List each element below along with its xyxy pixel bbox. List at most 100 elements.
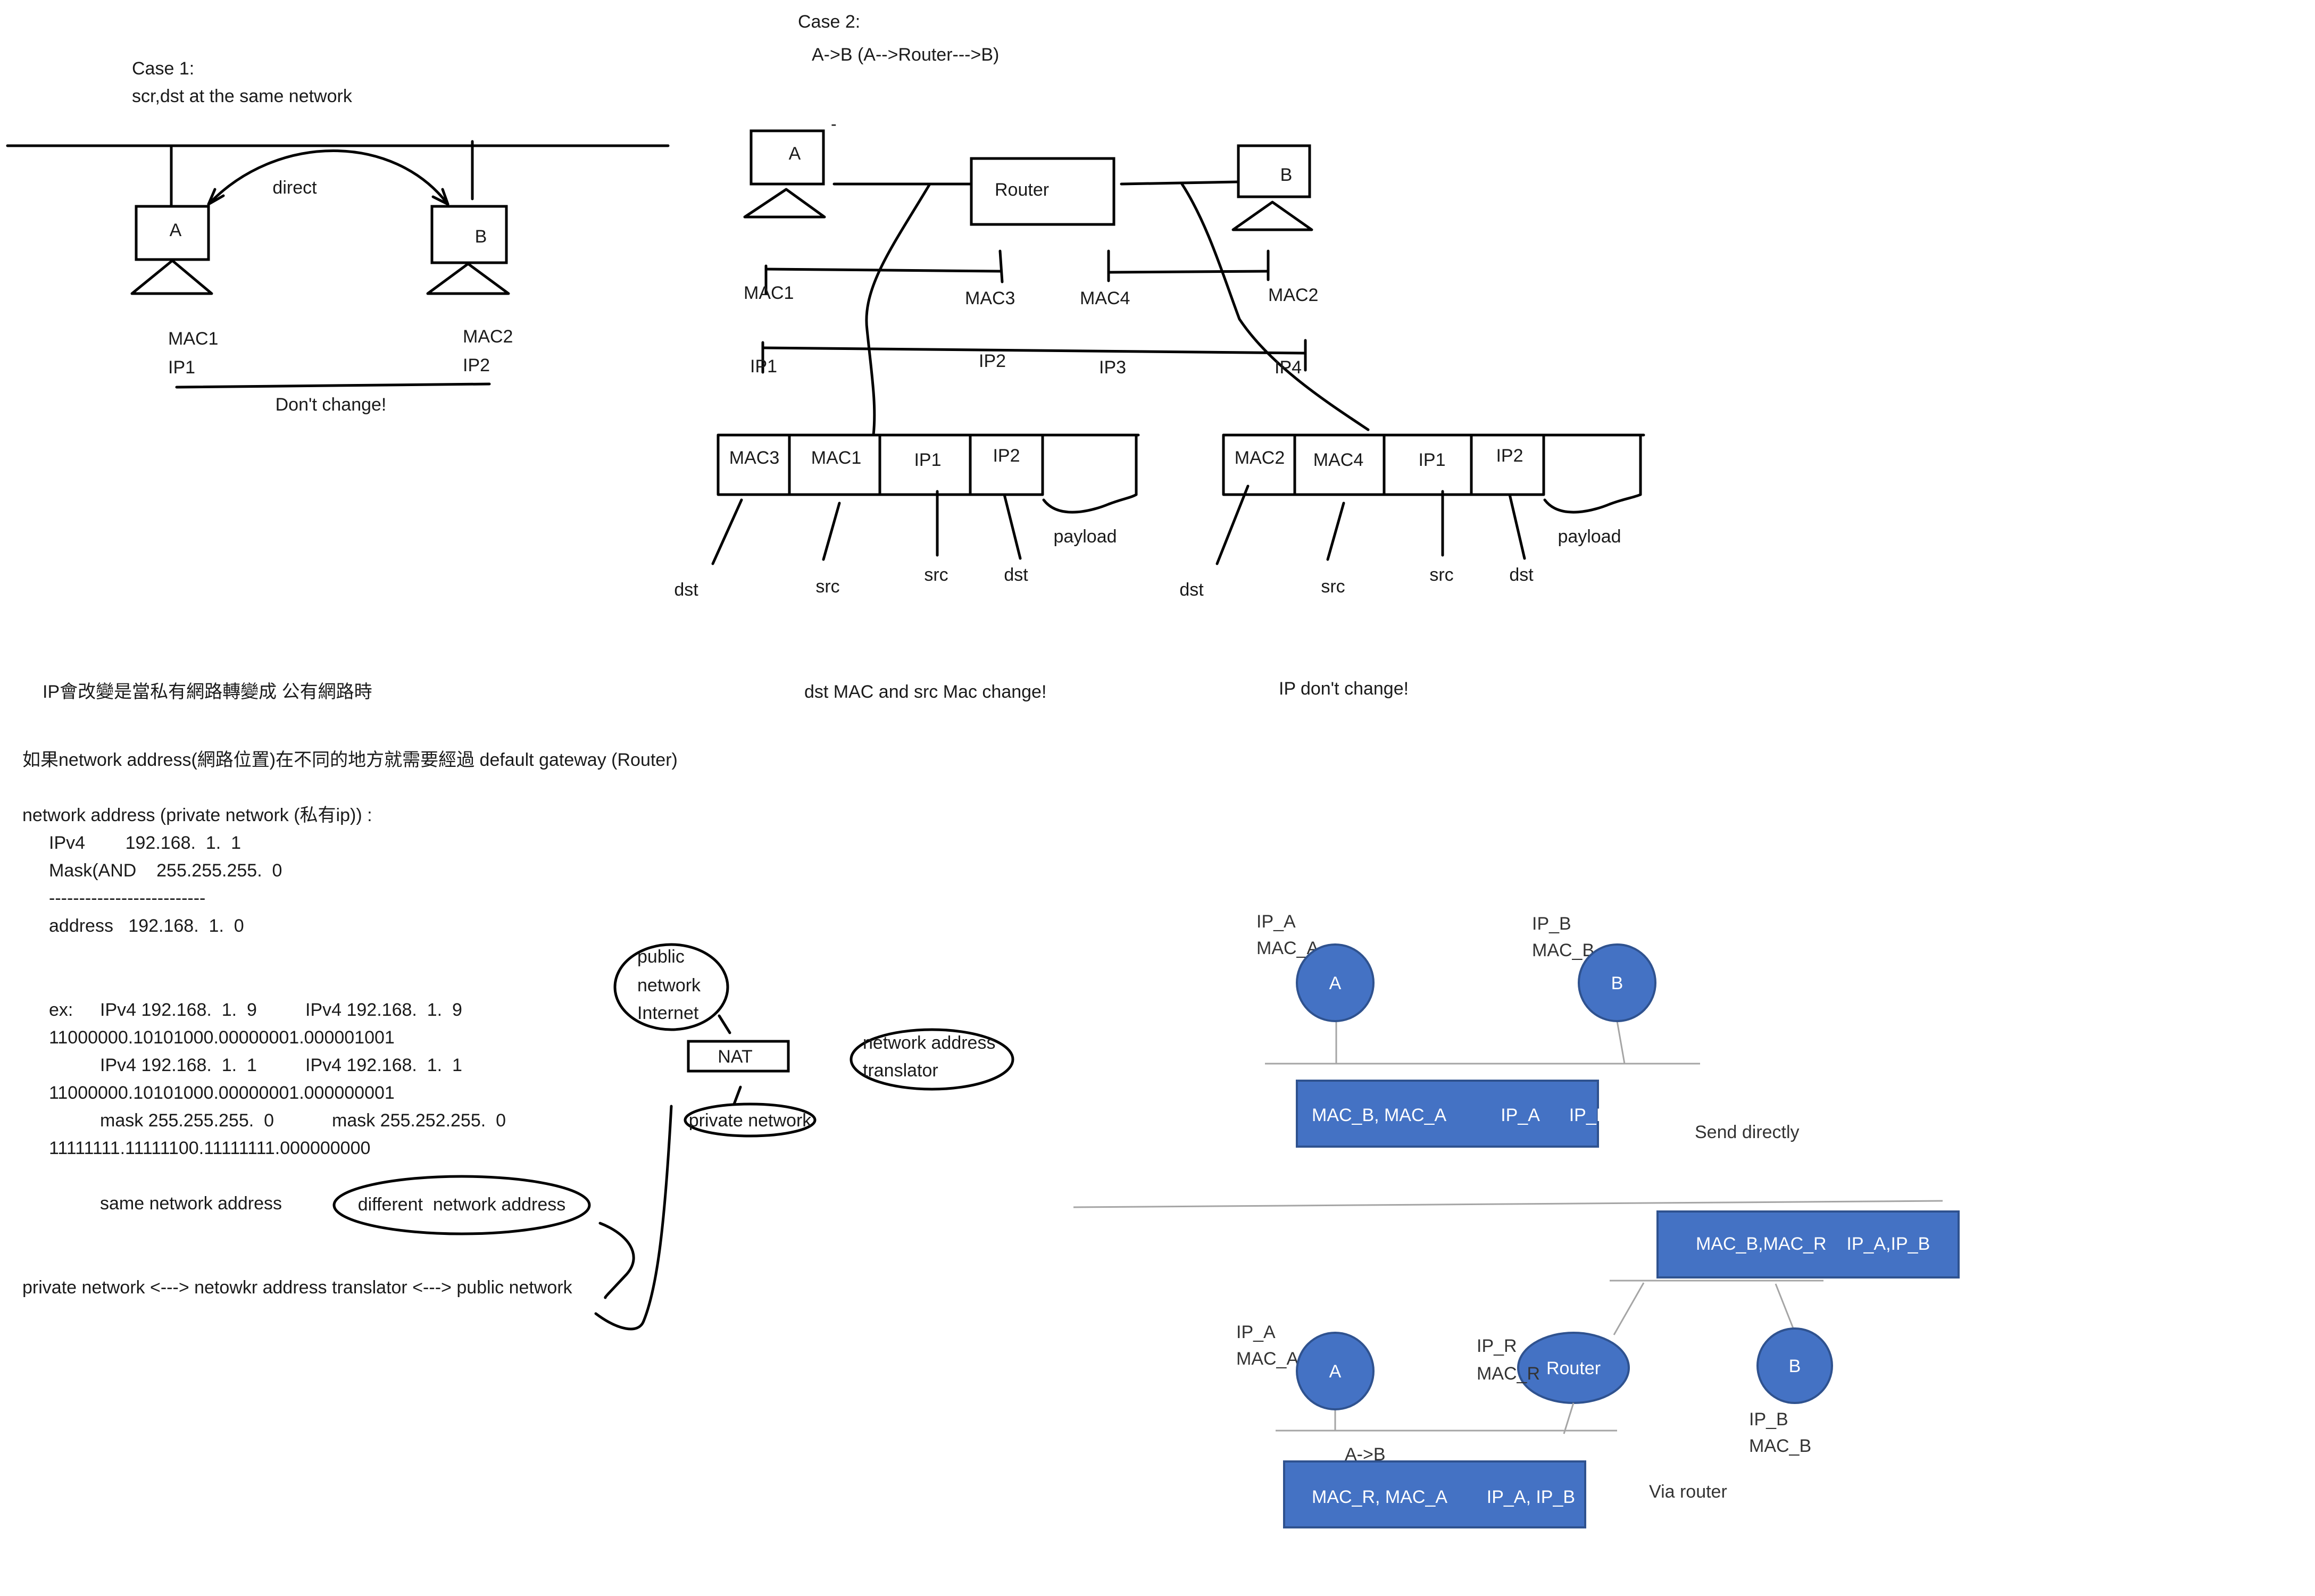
nat-public-line-3: Internet bbox=[637, 1003, 699, 1023]
nat-label: NAT bbox=[718, 1047, 752, 1067]
nat-public-link bbox=[718, 1014, 731, 1034]
case1-direct-arc bbox=[207, 149, 449, 206]
nat-private-label: private network bbox=[689, 1110, 812, 1131]
case2-curve-to-frame1 bbox=[865, 182, 931, 437]
frame1-payload: payload bbox=[1053, 527, 1117, 547]
case2-mac1: MAC1 bbox=[744, 283, 794, 303]
router-packet-bottom-label: MAC_R, MAC_A IP_A, IP_B bbox=[1312, 1487, 1575, 1507]
direct-packet bbox=[1296, 1080, 1599, 1148]
case1-arrow-head-b bbox=[431, 188, 449, 206]
note-dash-line: -------------------------- bbox=[49, 888, 205, 908]
nat-section: public network Internet NAT private netw… bbox=[613, 943, 1014, 1138]
diagram-separator bbox=[1073, 1200, 1943, 1208]
frame1-pointer-2 bbox=[822, 502, 841, 561]
case2-frame2: MAC2 MAC4 IP1 IP2 payload dst src src ds… bbox=[1179, 433, 1645, 600]
router-packet-bottom bbox=[1283, 1460, 1586, 1528]
example-r6: 11111111.11111100.11111111.000000000 bbox=[49, 1138, 370, 1158]
nat-public-line-2: network bbox=[637, 975, 701, 996]
router-mac-r: MAC_R bbox=[1477, 1364, 1540, 1384]
nat-private-link bbox=[732, 1085, 742, 1106]
router-node-b-label: B bbox=[1789, 1356, 1801, 1376]
case1-host-b-stand bbox=[426, 262, 510, 295]
case1-host-a-label: A bbox=[170, 220, 182, 240]
frame1-cell-4: IP2 bbox=[993, 446, 1020, 466]
frame1-payload-brace bbox=[1042, 493, 1138, 514]
nat-box bbox=[687, 1040, 790, 1073]
case1-mac-b: MAC2 bbox=[463, 327, 513, 347]
case1-host-b-box bbox=[430, 205, 508, 264]
case2-mac4: MAC4 bbox=[1080, 288, 1130, 308]
case1-section: Case 1: scr,dst at the same network A B … bbox=[6, 59, 670, 415]
direct-mac-b: MAC_B bbox=[1532, 940, 1594, 960]
case1-subtitle: scr,dst at the same network bbox=[132, 86, 353, 106]
nat-private-ellipse bbox=[684, 1102, 817, 1138]
case1-title: Case 1: bbox=[132, 59, 194, 79]
case1-arrow-head-a bbox=[207, 188, 225, 206]
router-ip-r: IP_R bbox=[1477, 1336, 1517, 1356]
nat-public-ellipse bbox=[613, 943, 729, 1031]
example-r5b: mask 255.252.255. 0 bbox=[332, 1110, 506, 1131]
case2-ip-line bbox=[761, 346, 1307, 355]
case2-note-mac: dst MAC and src Mac change! bbox=[804, 682, 1046, 702]
nat-translator-ellipse bbox=[850, 1028, 1014, 1091]
router-mac-b: MAC_B bbox=[1749, 1436, 1811, 1456]
case2-mac2: MAC2 bbox=[1268, 285, 1318, 305]
router-node-label: Router bbox=[1546, 1358, 1601, 1378]
case2-note-ip: IP don't change! bbox=[1279, 679, 1409, 699]
frame2-left-bottom bbox=[1222, 433, 1545, 496]
router-node-a bbox=[1296, 1332, 1375, 1410]
router-packet-top bbox=[1656, 1210, 1960, 1279]
frame2-payload-brace bbox=[1543, 493, 1642, 514]
example-bracket bbox=[598, 1222, 635, 1299]
case2-frame1: MAC3 MAC1 IP1 IP2 payload dst src src ds… bbox=[674, 433, 1140, 600]
example-r5a: mask 255.255.255. 0 bbox=[100, 1110, 274, 1131]
router-node-b bbox=[1756, 1327, 1833, 1404]
nat-translator-line-2: translator bbox=[863, 1060, 938, 1081]
note-gateway: 如果network address(網路位置)在不同的地方就需要經過 defau… bbox=[22, 750, 678, 770]
direct-node-a-label: A bbox=[1329, 973, 1342, 993]
case2-ip3: IP3 bbox=[1099, 357, 1126, 378]
frame2-role-4: dst bbox=[1509, 565, 1534, 585]
case2-curve-to-frame2 bbox=[1180, 182, 1370, 431]
case2-mac3-tick bbox=[998, 249, 1004, 283]
case1-ip-b: IP2 bbox=[463, 355, 490, 375]
direct-ip-a: IP_A bbox=[1256, 912, 1296, 932]
case2-mac3: MAC3 bbox=[965, 288, 1015, 308]
case2-host-a-label: A bbox=[789, 144, 801, 164]
case1-ip-a: IP1 bbox=[168, 357, 195, 378]
example-label: ex: bbox=[49, 1000, 73, 1020]
frame2-pointer-4 bbox=[1508, 493, 1526, 560]
router-diagram: MAC_B,MAC_R IP_A,IP_B IP_A MAC_A A IP_R … bbox=[1236, 1210, 1960, 1528]
example-r1b: IPv4 192.168. 1. 9 bbox=[305, 1000, 462, 1020]
frame1-role-1: dst bbox=[674, 580, 698, 600]
direct-node-a bbox=[1296, 943, 1375, 1022]
case2-ip1: IP1 bbox=[750, 356, 777, 377]
example-r4: 11000000.10101000.00000001.000000001 bbox=[49, 1083, 395, 1103]
frame1-role-4: dst bbox=[1004, 565, 1028, 585]
direct-ip-b: IP_B bbox=[1532, 914, 1571, 934]
frame1-role-3: src bbox=[924, 565, 948, 585]
frame2-payload: payload bbox=[1558, 527, 1621, 547]
case1-note: Don't change! bbox=[276, 395, 387, 415]
example-r1a: IPv4 192.168. 1. 9 bbox=[100, 1000, 257, 1020]
frame1-left-bottom bbox=[717, 433, 1044, 496]
frame1-role-2: src bbox=[815, 576, 839, 597]
router-b-link bbox=[1775, 1283, 1795, 1330]
direct-node-b bbox=[1578, 943, 1656, 1022]
router-ip-a: IP_A bbox=[1236, 1322, 1276, 1342]
case2-tick-mark: - bbox=[831, 114, 837, 133]
router-mac-a: MAC_A bbox=[1236, 1349, 1298, 1369]
direct-node-b-label: B bbox=[1611, 973, 1623, 993]
nat-translator-line-1: network address bbox=[863, 1033, 995, 1053]
example-same: same network address bbox=[100, 1193, 282, 1214]
frame2-pointer-2 bbox=[1326, 502, 1345, 561]
case2-path: A->B (A-->Router--->B) bbox=[812, 45, 999, 65]
note-address-line: address 192.168. 1. 0 bbox=[49, 916, 244, 936]
router-packet-top-label: MAC_B,MAC_R IP_A,IP_B bbox=[1696, 1234, 1930, 1254]
example-hook-line bbox=[594, 1105, 673, 1331]
direct-packet-label: MAC_B, MAC_A IP_A IP_B bbox=[1312, 1105, 1608, 1125]
example-r3b: IPv4 192.168. 1. 1 bbox=[305, 1055, 462, 1075]
case1-host-b-label: B bbox=[475, 227, 487, 247]
case1-host-a-stand bbox=[130, 259, 213, 295]
